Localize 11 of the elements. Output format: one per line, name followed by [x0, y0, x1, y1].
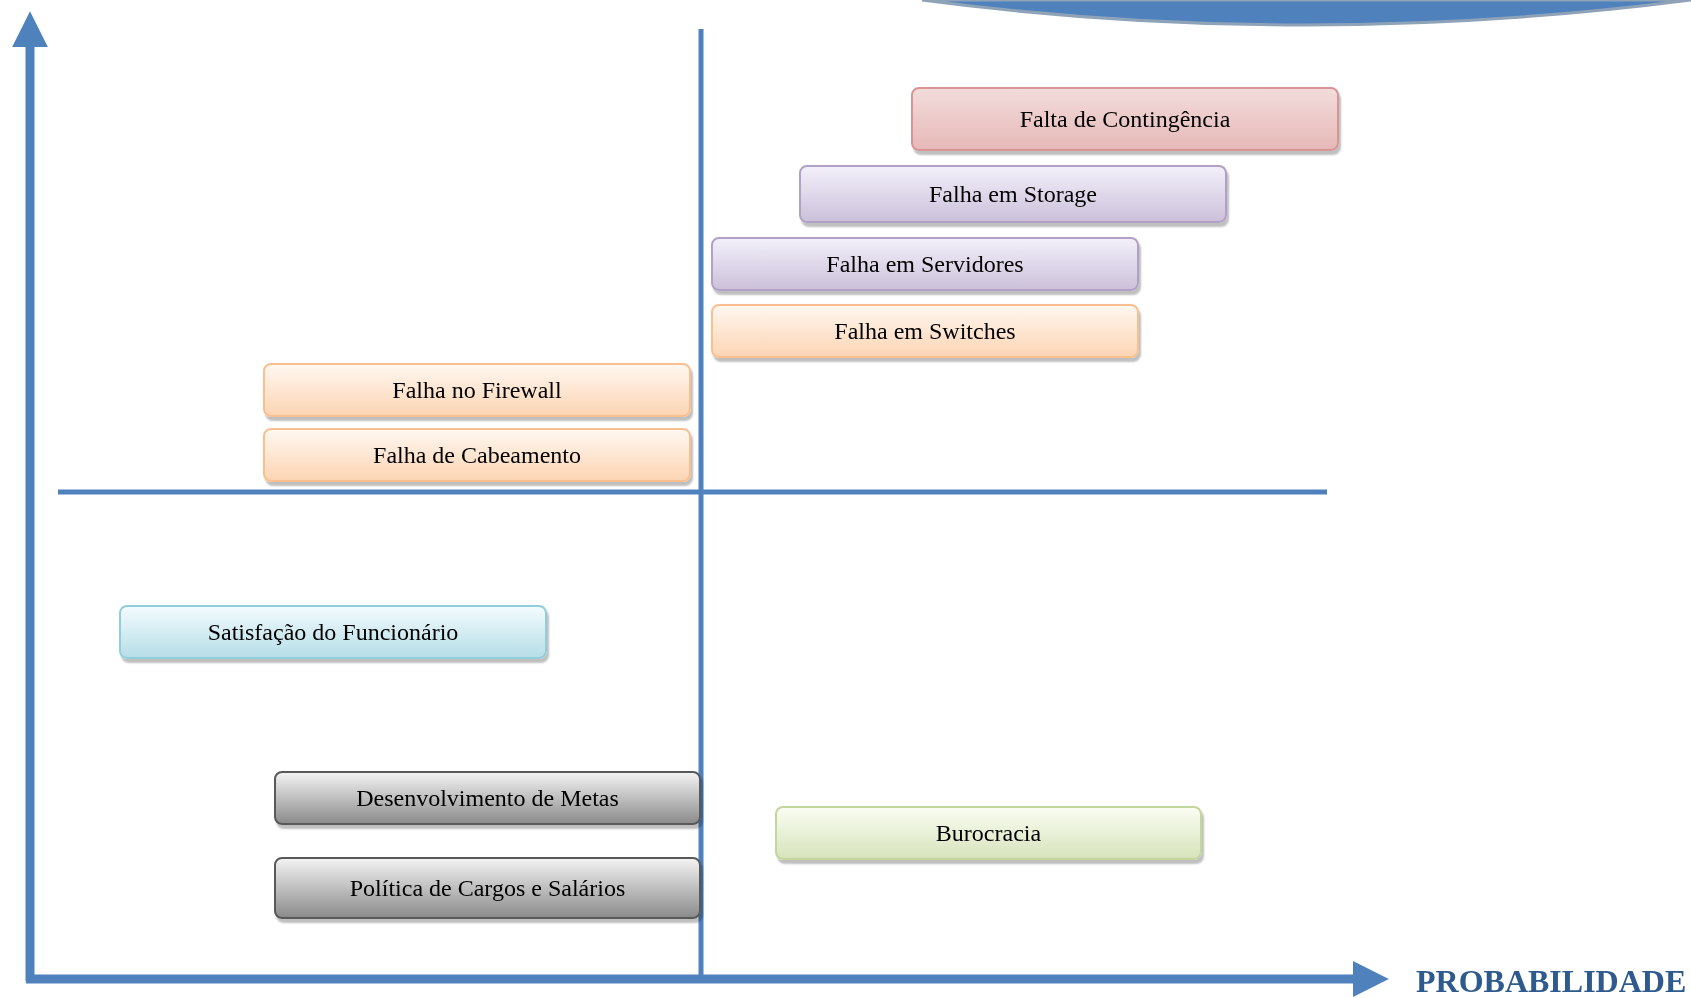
risk-box: Falta de Contingência	[911, 87, 1339, 151]
risk-box: Falha de Cabeamento	[263, 428, 691, 482]
risk-box: Burocracia	[775, 806, 1202, 860]
risk-box: Política de Cargos e Salários	[274, 857, 701, 919]
risk-box: Desenvolvimento de Metas	[274, 771, 701, 825]
risk-box: Satisfação do Funcionário	[119, 605, 547, 659]
risk-box: Falha em Storage	[799, 165, 1227, 223]
risk-box: Falha em Switches	[711, 304, 1139, 358]
axis-label: PROBABILIDADE	[1416, 963, 1687, 998]
risk-box: Falha em Servidores	[711, 237, 1139, 291]
risk-box: Falha no Firewall	[263, 363, 691, 417]
